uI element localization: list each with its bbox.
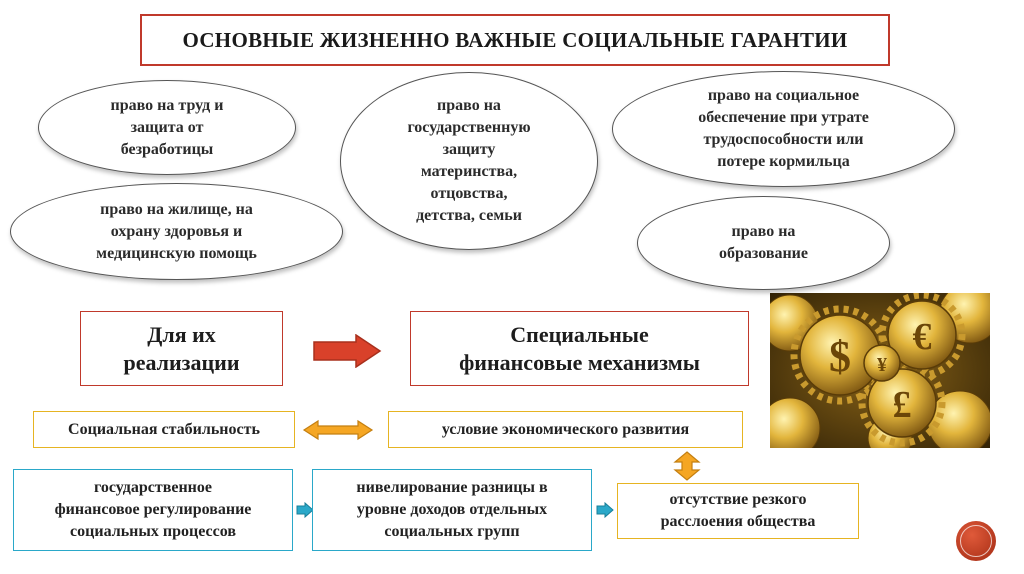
gears-with-currency-image: $ € £ ¥ (770, 293, 990, 448)
dollar-symbol: $ (829, 332, 851, 381)
implementation-box: Для их реализации (80, 311, 283, 386)
mechanisms-box: Специальные финансовые механизмы (410, 311, 749, 386)
page-title: ОСНОВНЫЕ ЖИЗНЕННО ВАЖНЫЕ СОЦИАЛЬНЫЕ ГАРА… (182, 27, 848, 52)
right-family-ellipse: право на государственную защиту материнс… (340, 72, 598, 250)
right-labor-text: право на труд и защита от безработицы (110, 96, 224, 158)
leveling-box: нивелирование разницы в уровне доходов о… (312, 469, 592, 551)
right-family-text: право на государственную защиту материнс… (407, 97, 531, 224)
yen-symbol: ¥ (877, 354, 887, 376)
slide-nav-button[interactable] (956, 521, 996, 561)
euro-symbol: € (913, 316, 932, 358)
blue-arrow-icon (596, 502, 614, 518)
social-stability-text: Социальная стабильность (68, 420, 260, 438)
economic-condition-box: условие экономического развития (388, 411, 743, 448)
regulation-box: государственное финансовое регулирование… (13, 469, 293, 551)
leveling-text: нивелирование разницы в уровне доходов о… (356, 479, 548, 540)
title-box: ОСНОВНЫЕ ЖИЗНЕННО ВАЖНЫЕ СОЦИАЛЬНЫЕ ГАРА… (140, 14, 890, 66)
no-stratification-text: отсутствие резкого расслоения общества (660, 491, 816, 530)
vertical-double-arrow-icon (673, 451, 701, 481)
no-stratification-box: отсутствие резкого расслоения общества (617, 483, 859, 539)
social-stability-box: Социальная стабильность (33, 411, 295, 448)
right-arrow-icon (313, 334, 382, 368)
implementation-text: Для их реализации (123, 321, 240, 375)
right-housing-ellipse: право на жилище, на охрану здоровья и ме… (10, 183, 343, 280)
economic-condition-text: условие экономического развития (441, 420, 690, 438)
mechanisms-text: Специальные финансовые механизмы (459, 321, 700, 375)
right-labor-ellipse: право на труд и защита от безработицы (38, 80, 296, 175)
pound-symbol: £ (893, 384, 912, 426)
right-social-security-text: право на социальное обеспечение при утра… (698, 87, 869, 170)
double-arrow-icon (302, 419, 374, 441)
right-education-ellipse: право на образование (637, 196, 890, 290)
right-social-security-ellipse: право на социальное обеспечение при утра… (612, 71, 955, 187)
blue-arrow-icon (296, 502, 314, 518)
right-education-text: право на образование (718, 223, 808, 262)
regulation-text: государственное финансовое регулирование… (54, 479, 252, 540)
right-housing-text: право на жилище, на охрану здоровья и ме… (96, 200, 257, 262)
